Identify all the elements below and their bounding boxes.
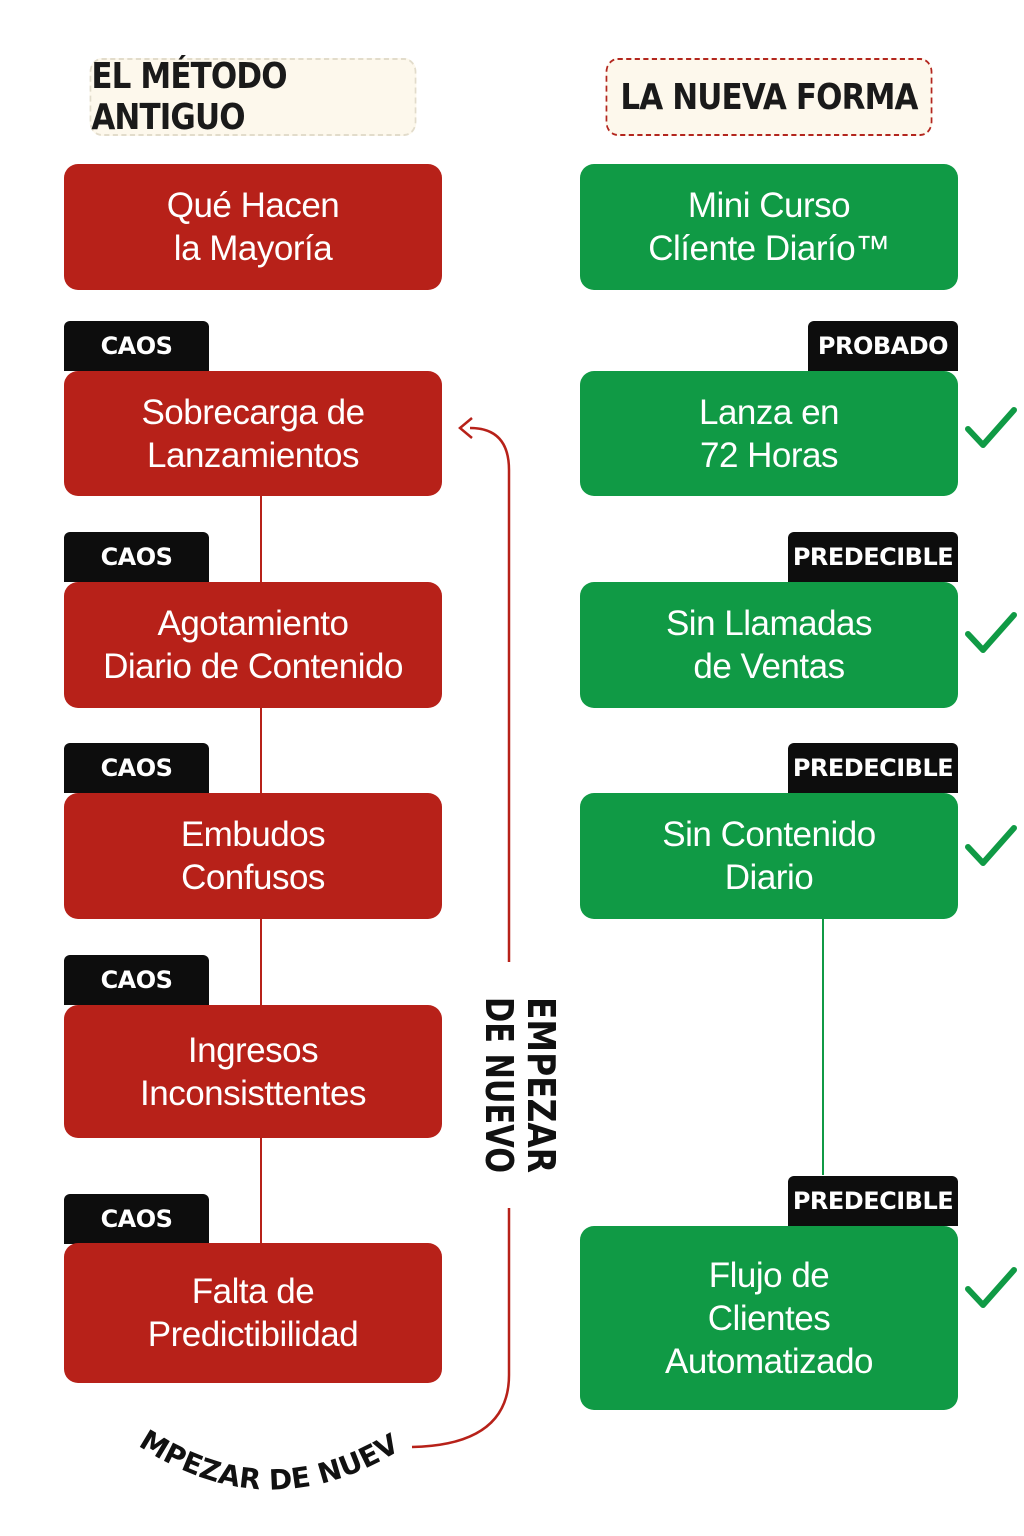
- restart-vertical-line1: EMPEZAR: [519, 997, 563, 1173]
- arrowhead-icon: [458, 417, 473, 439]
- tag-predecible: PREDECIBLE: [788, 743, 958, 793]
- tag-caos: CAOS: [64, 955, 209, 1005]
- box-inconsistent-income: Ingresos Inconsisttentes: [64, 1005, 442, 1138]
- tag-predecible: PREDECIBLE: [788, 532, 958, 582]
- header-old-method: EL MÉTODO ANTIGUO: [89, 56, 417, 138]
- restart-loop-arrow-top: [469, 426, 511, 962]
- restart-curved-text: EMPEZAR DE NUEVO: [130, 1420, 405, 1497]
- box-what-most-do: Qué Hacen la Mayoría: [64, 164, 442, 290]
- box-content-burnout: Agotamiento Diario de Contenido: [64, 582, 442, 708]
- box-launch-overload: Sobrecarga de Lanzamientos: [64, 371, 442, 496]
- tag-caos: CAOS: [64, 321, 209, 371]
- restart-loop-arrow-bottom: [411, 1208, 511, 1449]
- box-confusing-funnels: Embudos Confusos: [64, 793, 442, 919]
- check-icon: [965, 407, 1017, 448]
- box-lack-predictability: Falta de Predictibilidad: [64, 1243, 442, 1383]
- check-icon: [965, 612, 1017, 653]
- box-launch-72h: Lanza en 72 Horas: [580, 371, 958, 496]
- tag-probado: PROBADO: [808, 321, 958, 371]
- check-icon: [965, 825, 1017, 866]
- restart-vertical-line2: DE NUEVO: [477, 997, 521, 1173]
- header-new-way: LA NUEVA FORMA: [605, 58, 933, 136]
- box-mini-course: Mini Curso Clíente Diarío™: [580, 164, 958, 290]
- restart-vertical-label: EMPEZAR DE NUEVO: [477, 997, 563, 1173]
- tag-predecible: PREDECIBLE: [788, 1176, 958, 1226]
- box-no-sales-calls: Sin Llamadas de Ventas: [580, 582, 958, 708]
- tag-caos: CAOS: [64, 743, 209, 793]
- box-automated-client-flow: Flujo de Clientes Automatizado: [580, 1226, 958, 1410]
- restart-curved-label: EMPEZAR DE NUEVO: [130, 1420, 405, 1497]
- tag-caos: CAOS: [64, 532, 209, 582]
- check-icon: [965, 1267, 1017, 1308]
- svg-text:EMPEZAR DE NUEVO: EMPEZAR DE NUEVO: [130, 1420, 405, 1497]
- box-no-daily-content: Sin Contenido Diario: [580, 793, 958, 919]
- tag-caos: CAOS: [64, 1194, 209, 1244]
